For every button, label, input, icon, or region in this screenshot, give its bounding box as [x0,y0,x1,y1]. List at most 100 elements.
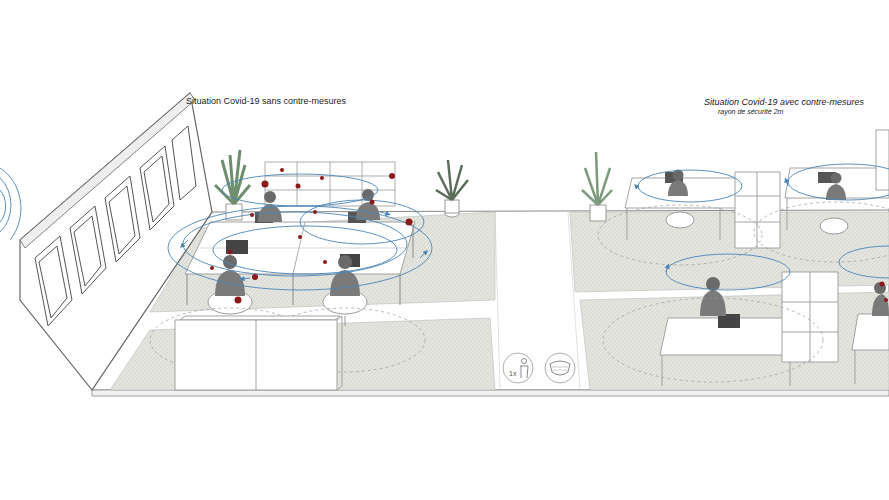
illustration-part [109,186,135,254]
illustration-part [666,212,694,228]
illustration-part [826,184,846,200]
illustration-part [503,353,533,383]
illustration-part [222,174,378,206]
illustration-part [296,184,301,189]
illustration-part [668,180,688,196]
illustration-part [666,266,668,272]
illustration-part [839,246,889,278]
illustration-part [598,205,762,265]
illustration-part [226,204,242,220]
illustration-part [92,390,889,396]
illustration-part [265,162,395,206]
illustration-part [345,316,346,326]
illustration-part [735,196,780,197]
illustration-part [226,240,248,254]
illustration-part [757,172,758,248]
illustration-part [495,212,500,390]
illustration-part [718,314,740,328]
illustration-part [330,162,331,206]
illustration-part [782,272,838,362]
illustration-part [380,212,388,214]
illustration-part [550,361,570,375]
illustration-part [852,314,889,350]
illustration-part [638,170,742,202]
illustration-part [720,208,721,240]
illustration-part [168,206,432,290]
illustration-part [182,240,188,246]
illustration-part [590,205,606,221]
illustration-part [855,350,856,384]
illustration-part [872,294,889,316]
illustration-part [884,298,888,302]
illustration-part [582,152,612,205]
illustration-part [874,282,886,294]
illustration-part [810,272,811,362]
illustration-part [880,282,885,287]
illustration-part [420,252,426,258]
illustration-part [313,210,317,214]
illustration-part [210,266,214,270]
illustration-part [74,216,101,286]
airflow-loops [168,174,432,290]
illustration-part [323,260,327,264]
illustration-part [603,298,823,382]
illustration-part [298,235,302,239]
illustration-part [876,130,889,190]
note-label: rayon de sécurité 2m [718,108,783,116]
illustration-part [570,212,889,292]
illustration-part [787,198,788,230]
illustration-part [831,173,842,184]
section-heading: Situation Covid-19 avec contre-mesures [704,97,864,107]
illustration-part [370,200,375,205]
icon-label: 1x [509,370,516,378]
illustration-part [445,200,459,213]
illustration-part [172,126,196,200]
illustration-part [400,274,401,305]
illustration-part [522,359,527,364]
illustration-part [337,386,342,390]
shelf [265,162,395,206]
illustration-part [580,292,889,390]
illustration-part [250,213,254,217]
illustration-part [338,255,352,269]
plants [215,150,612,221]
illustration-part [627,208,628,240]
illustration-part [662,355,663,386]
desk-cluster [185,212,415,305]
illustration-part [110,318,495,390]
desks-right [625,130,889,386]
illustration-part [264,191,276,203]
illustration-part [300,200,424,244]
people-right [665,170,889,329]
illustration-part [786,180,788,186]
illustration-part [389,173,395,179]
illustration-part [215,270,245,296]
illustration-part [35,126,196,326]
illustration-part [406,219,413,226]
illustration-part [256,320,257,390]
illustration-part [228,250,233,255]
illustration-part [252,274,258,280]
illustration-part [552,367,568,370]
illustration-part [320,176,324,180]
illustration-part [0,178,11,232]
illustration-part [140,146,174,230]
illustration-part [356,202,380,220]
illustration-part [337,316,342,320]
virus-particles-right [880,282,889,303]
illustration-part [413,224,414,258]
illustration-part [636,186,640,190]
airflow-arcs [0,168,21,240]
illustration-part [235,297,242,304]
illustration-part [0,190,6,222]
illustration-part [144,156,169,222]
illustration-part [39,246,67,318]
illustration-part [788,164,889,200]
illustration-part [262,181,269,188]
illustration-part [213,226,397,274]
illustration-part [0,168,21,240]
illustration-part [187,274,188,305]
rule-icons [503,353,575,383]
